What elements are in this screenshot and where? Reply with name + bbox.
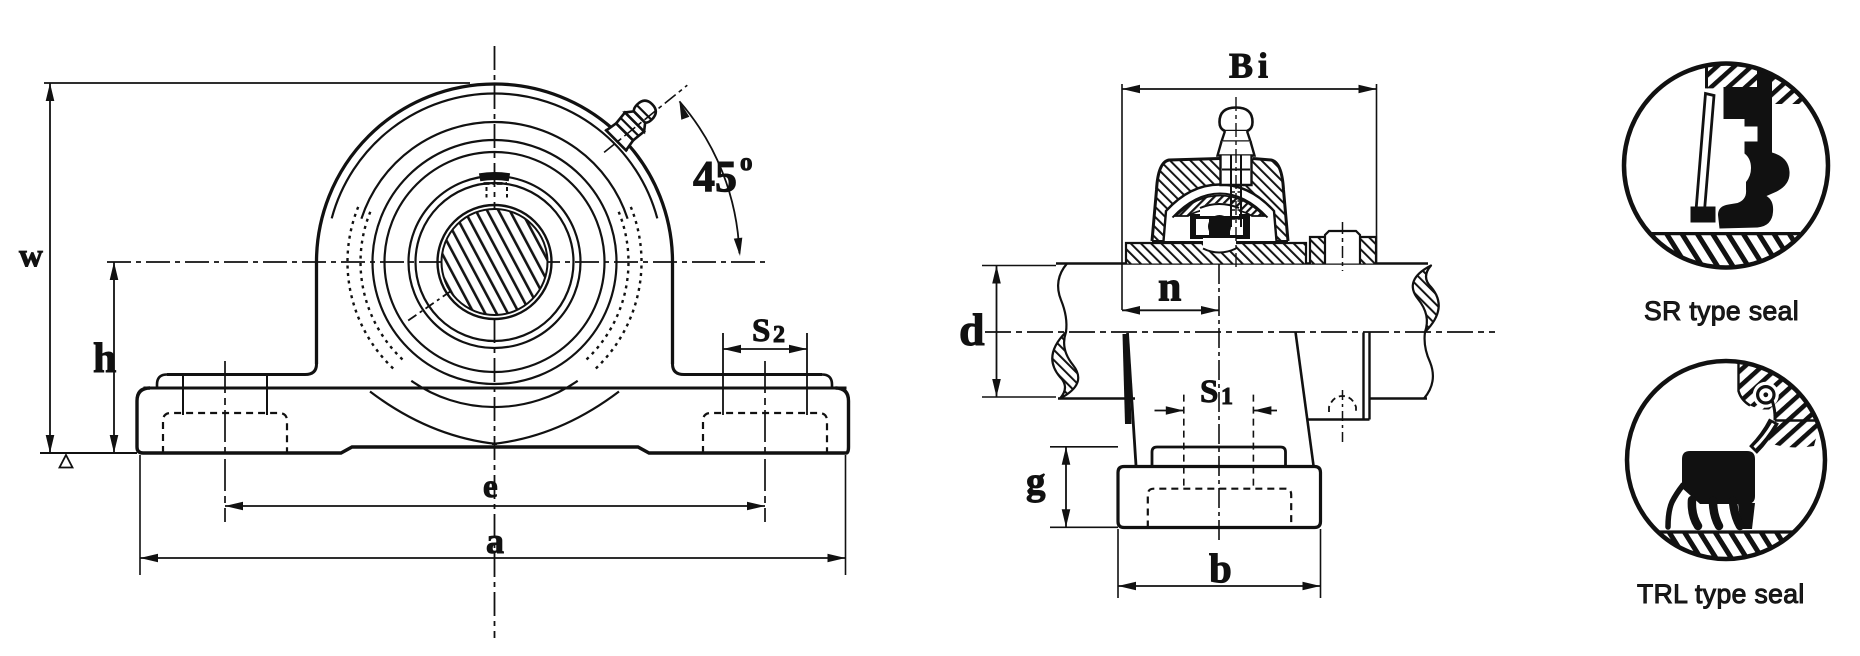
svg-text:SR type seal: SR type seal bbox=[1644, 296, 1799, 326]
svg-text:h: h bbox=[93, 336, 116, 382]
svg-text:2: 2 bbox=[773, 322, 785, 348]
svg-text:1: 1 bbox=[1221, 384, 1233, 410]
svg-text:TRL type seal: TRL type seal bbox=[1637, 579, 1805, 609]
svg-text:w: w bbox=[19, 238, 43, 274]
svg-text:S: S bbox=[752, 313, 770, 349]
svg-text:o: o bbox=[740, 149, 753, 176]
svg-text:n: n bbox=[1158, 265, 1181, 311]
svg-text:B i: B i bbox=[1229, 46, 1268, 86]
svg-text:g: g bbox=[1026, 460, 1046, 503]
svg-text:a: a bbox=[486, 521, 504, 561]
svg-text:S: S bbox=[1200, 374, 1218, 410]
svg-text:e: e bbox=[483, 469, 498, 505]
svg-text:d: d bbox=[959, 304, 985, 355]
svg-text:b: b bbox=[1209, 545, 1232, 591]
svg-text:45: 45 bbox=[693, 152, 737, 201]
